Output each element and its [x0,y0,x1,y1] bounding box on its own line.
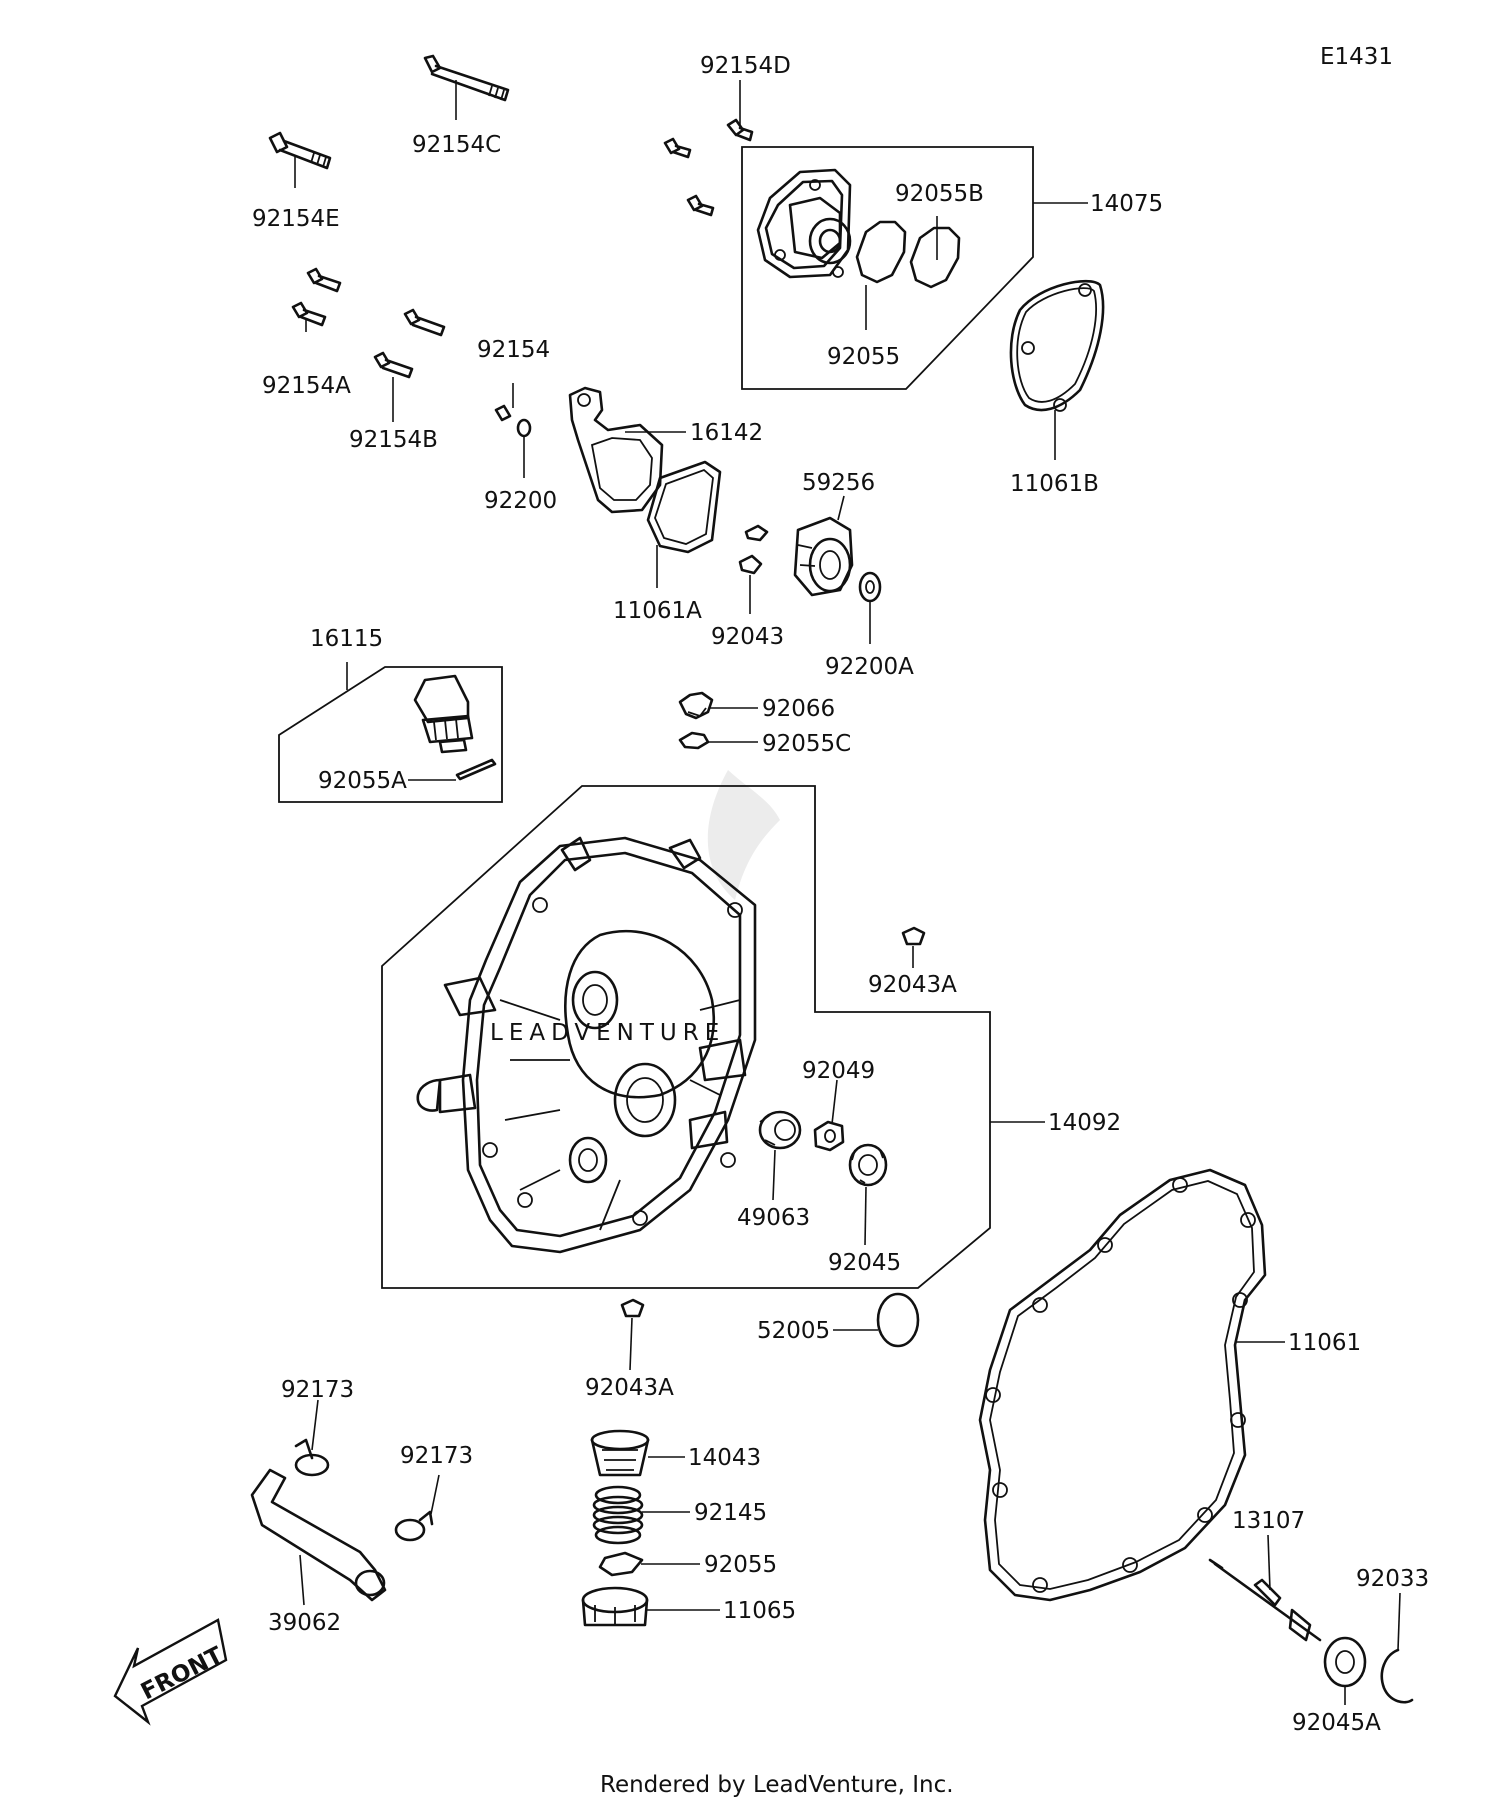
washer-92200A[interactable] [858,571,882,603]
label-92045A: 92045A [1292,1710,1381,1736]
label-11061B: 11061B [1010,471,1099,497]
bolt-92154B-group[interactable] [373,308,446,379]
pin-92043A-top[interactable] [901,926,926,946]
label-16142: 16142 [690,420,763,446]
label-13107: 13107 [1232,1508,1305,1534]
pin-92043[interactable] [738,524,769,575]
label-39062: 39062 [268,1610,341,1636]
label-92154D: 92154D [700,53,791,79]
impeller-59256[interactable] [793,516,854,597]
frame-14092 [381,785,991,1289]
plug-11065[interactable] [581,1586,649,1627]
label-92200: 92200 [484,488,557,514]
washer-92055C[interactable] [678,731,710,750]
diagram-id: E1431 [1320,44,1393,70]
label-92145: 92145 [694,1500,767,1526]
bearing-92045A[interactable] [1323,1636,1367,1688]
oil-seal-49063[interactable] [758,1110,802,1150]
label-92055-top: 92055 [827,344,900,370]
spring-92145[interactable] [592,1485,644,1545]
o-ring-92055-bottom[interactable] [598,1551,644,1577]
gasket-11061A[interactable] [646,460,722,554]
pump-cover-14075[interactable] [756,168,852,279]
sensor-16115[interactable] [413,674,474,754]
label-92055-bottom: 92055 [704,1552,777,1578]
label-92154C: 92154C [412,132,501,158]
label-92055B: 92055B [895,181,984,207]
label-92033: 92033 [1356,1566,1429,1592]
label-92066: 92066 [762,696,835,722]
label-92055C: 92055C [762,731,851,757]
bolt-92154E[interactable] [268,131,332,170]
label-92173-right: 92173 [400,1443,473,1469]
label-92173-left: 92173 [281,1377,354,1403]
o-ring-92055B[interactable] [909,226,961,289]
o-ring-92055[interactable] [855,220,907,284]
crankcase-cover-14092[interactable] [416,836,757,1254]
bolt-92154A-group[interactable] [291,267,342,327]
label-52005: 52005 [757,1318,830,1344]
label-49063: 49063 [737,1205,810,1231]
bolt-small-1[interactable] [663,137,692,159]
footer-credit: Rendered by LeadVenture, Inc. [600,1772,954,1798]
washer-92200[interactable] [516,418,532,438]
o-ring-52005[interactable] [876,1292,920,1348]
bearing-92045[interactable] [848,1143,888,1187]
label-92154A: 92154A [262,373,351,399]
pipe-cover-16142[interactable] [568,386,664,514]
hose-39062[interactable] [250,1468,387,1602]
gasket-11061[interactable] [978,1168,1267,1602]
nut-92049[interactable] [813,1120,845,1152]
label-14092: 14092 [1048,1110,1121,1136]
bolt-92154[interactable] [494,404,512,422]
label-14075: 14075 [1090,191,1163,217]
label-92154E: 92154E [252,206,340,232]
label-92154B: 92154B [349,427,438,453]
front-arrow: FRONT [113,1618,228,1726]
bolt-92154D[interactable] [726,118,754,142]
label-92043A-top: 92043A [868,972,957,998]
pin-92043A-bottom[interactable] [620,1298,645,1318]
frame-16115 [278,666,503,803]
bolt-92154C[interactable] [423,54,510,102]
bolt-small-2[interactable] [686,194,715,217]
label-92043A-bottom: 92043A [585,1375,674,1401]
label-11061A: 11061A [613,598,702,624]
label-92045: 92045 [828,1250,901,1276]
label-11065: 11065 [723,1598,796,1624]
plug-92066[interactable] [678,691,714,720]
label-11061: 11061 [1288,1330,1361,1356]
shaft-13107[interactable] [1208,1558,1322,1642]
label-92055A: 92055A [318,768,407,794]
frame-14075 [741,146,1034,390]
label-92043: 92043 [711,624,784,650]
label-16115: 16115 [310,626,383,652]
label-92049: 92049 [802,1058,875,1084]
label-92200A: 92200A [825,654,914,680]
label-59256: 59256 [802,470,875,496]
label-14043: 14043 [688,1445,761,1471]
part-labels: 92154D 92154C 92154E 92055B 14075 92055 … [252,53,1429,1736]
leader-lines [294,80,1401,1705]
clamp-92173-left[interactable] [294,1438,330,1477]
circlip-92033[interactable] [1380,1648,1414,1704]
seal-92055A[interactable] [455,758,497,781]
gasket-11061B[interactable] [1009,279,1105,412]
label-92154: 92154 [477,337,550,363]
clamp-92173-right[interactable] [394,1510,434,1542]
strainer-14043[interactable] [590,1429,650,1477]
